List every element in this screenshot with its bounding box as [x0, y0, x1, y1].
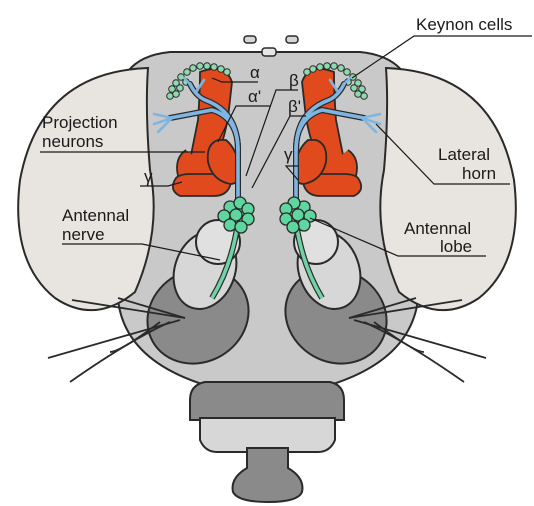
mouthpart-base	[190, 382, 344, 420]
compound-eye-left	[18, 68, 154, 310]
label-lateral-line1: Lateral	[438, 145, 490, 164]
mouthpart-middle	[200, 418, 335, 452]
label-antennal-lobe-line1: Antennal	[404, 219, 471, 238]
label-alpha-prime: α'	[248, 87, 261, 106]
label-antennal-lobe-line2: lobe	[440, 237, 472, 256]
label-projection-line2: neurons	[42, 132, 103, 151]
ocellus-left	[244, 36, 256, 43]
label-alpha: α	[250, 63, 260, 82]
label-gamma-left: γ	[144, 167, 153, 186]
ocellus-center	[262, 48, 276, 56]
proboscis	[233, 448, 303, 502]
label-projection-line1: Projection	[42, 113, 118, 132]
label-antennal-nerve-line2: nerve	[62, 225, 105, 244]
label-beta: β	[289, 71, 299, 90]
label-antennal-nerve-line1: Antennal	[62, 206, 129, 225]
compound-eye-right	[380, 68, 516, 310]
label-keynon-cells: Keynon cells	[416, 15, 512, 34]
ocellus-right	[286, 36, 298, 43]
label-lateral-line2: horn	[462, 164, 496, 183]
label-beta-prime: β'	[288, 97, 301, 116]
label-gamma-right: γ	[284, 145, 293, 164]
